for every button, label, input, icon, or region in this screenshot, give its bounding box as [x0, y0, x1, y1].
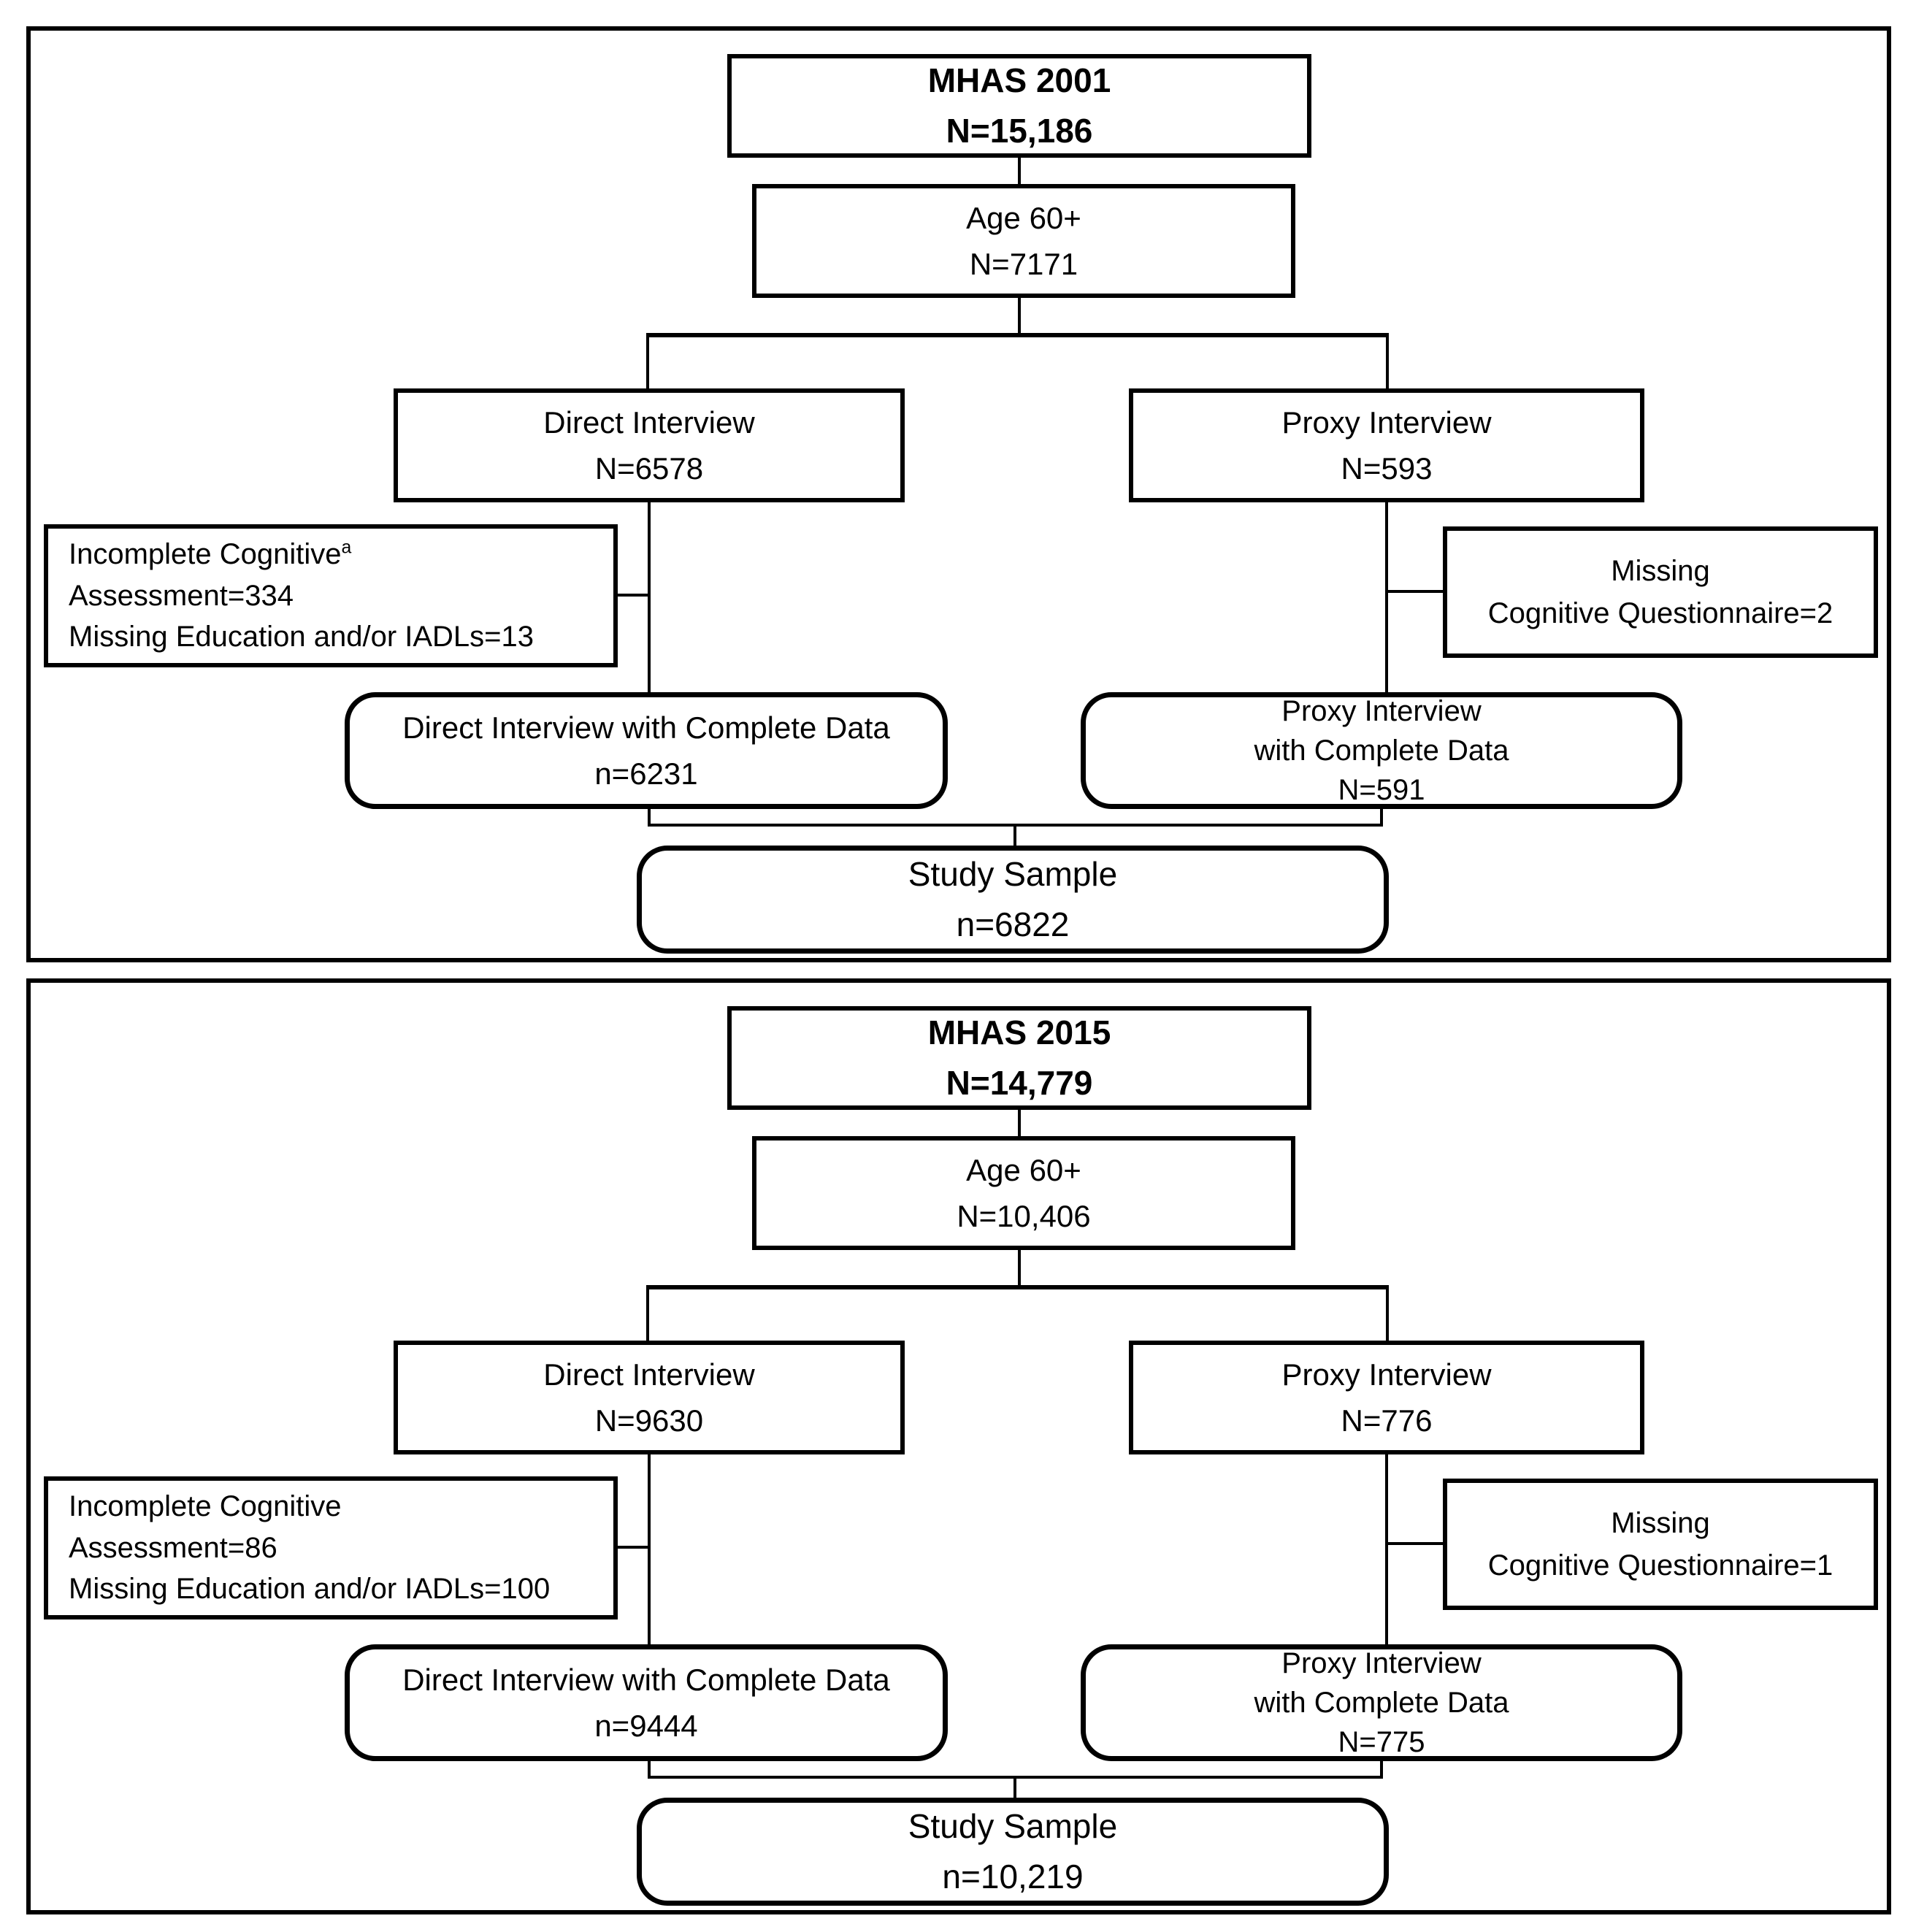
- connector-proxy-down: [1385, 502, 1388, 694]
- age-n: N=10,406: [957, 1199, 1091, 1233]
- connector-split-left: [646, 333, 649, 388]
- connector-split-horizontal: [646, 1285, 1389, 1289]
- direct-interview-label: Direct Interview: [543, 1357, 755, 1392]
- study-sample-n: n=6822: [956, 905, 1070, 943]
- exclusion-superscript: a: [341, 537, 352, 558]
- header-box: MHAS 2015 N=14,779: [727, 1006, 1311, 1110]
- connector-merge-left: [648, 1761, 651, 1777]
- direct-complete-label: Direct Interview with Complete Data: [402, 1663, 890, 1697]
- direct-exclusion-box: Incomplete Cognitive Assessment=86 Missi…: [44, 1476, 618, 1619]
- study-sample-box: Study Sample n=10,219: [637, 1798, 1389, 1906]
- proxy-complete-line2: with Complete Data: [1254, 735, 1509, 767]
- study-sample-label: Study Sample: [908, 1807, 1118, 1845]
- direct-complete-n: n=6231: [594, 756, 698, 791]
- proxy-exclusion-box: Missing Cognitive Questionnaire=1: [1443, 1479, 1878, 1610]
- age-label: Age 60+: [966, 201, 1081, 235]
- proxy-exclusion-box: Missing Cognitive Questionnaire=2: [1443, 526, 1878, 658]
- proxy-complete-line1: Proxy Interview: [1281, 695, 1482, 727]
- age-box: Age 60+ N=10,406: [752, 1136, 1295, 1250]
- direct-exclusion-line2: Assessment=86: [69, 1531, 277, 1564]
- connector-proxy-exclusion: [1387, 590, 1443, 593]
- direct-complete-box: Direct Interview with Complete Data n=62…: [345, 692, 948, 809]
- proxy-complete-n: N=775: [1338, 1726, 1425, 1758]
- direct-interview-box: Direct Interview N=6578: [394, 388, 905, 502]
- direct-interview-label: Direct Interview: [543, 405, 755, 440]
- connector-split-right: [1386, 1285, 1389, 1341]
- proxy-interview-label: Proxy Interview: [1281, 405, 1492, 440]
- proxy-exclusion-line2: Cognitive Questionnaire=2: [1487, 597, 1833, 629]
- direct-complete-label: Direct Interview with Complete Data: [402, 710, 890, 745]
- direct-exclusion-line3: Missing Education and/or IADLs=13: [69, 621, 534, 653]
- age-label: Age 60+: [966, 1153, 1081, 1187]
- header-title: MHAS 2001: [927, 61, 1111, 99]
- proxy-exclusion-line2: Cognitive Questionnaire=1: [1487, 1549, 1833, 1582]
- study-sample-n: n=10,219: [942, 1858, 1084, 1895]
- header-n: N=14,779: [946, 1064, 1093, 1102]
- connector-proxy-down: [1385, 1454, 1388, 1646]
- connector-direct-exclusion: [616, 1546, 649, 1549]
- connector-direct-down: [648, 1454, 651, 1646]
- proxy-exclusion-line1: Missing: [1611, 555, 1710, 587]
- proxy-complete-line1: Proxy Interview: [1281, 1647, 1482, 1679]
- connector-age-split: [1018, 1250, 1021, 1285]
- direct-exclusion-line3: Missing Education and/or IADLs=100: [69, 1573, 551, 1606]
- panel-mhas-2015: MHAS 2015 N=14,779 Age 60+ N=10,406 Dire…: [26, 978, 1891, 1914]
- proxy-complete-box: Proxy Interview with Complete Data N=591: [1081, 692, 1682, 809]
- proxy-complete-box: Proxy Interview with Complete Data N=775: [1081, 1644, 1682, 1761]
- connector-merge-center: [1013, 1776, 1016, 1799]
- header-n: N=15,186: [946, 112, 1093, 150]
- proxy-complete-line2: with Complete Data: [1254, 1687, 1509, 1719]
- panel-mhas-2001: MHAS 2001 N=15,186 Age 60+ N=7171 Direct…: [26, 26, 1891, 962]
- direct-interview-n: N=6578: [594, 451, 704, 486]
- proxy-interview-n: N=776: [1341, 1403, 1433, 1438]
- direct-interview-n: N=9630: [594, 1403, 704, 1438]
- connector-split-right: [1386, 333, 1389, 388]
- connector-split-left: [646, 1285, 649, 1341]
- direct-exclusion-box: Incomplete Cognitivea Assessment=334 Mis…: [44, 524, 618, 667]
- direct-exclusion-line2: Assessment=334: [69, 579, 294, 612]
- connector-age-split: [1018, 298, 1021, 333]
- connector-merge-center: [1013, 824, 1016, 847]
- connector-header-age: [1018, 1110, 1021, 1138]
- direct-exclusion-line1: Incomplete Cognitivea: [69, 537, 352, 570]
- study-sample-box: Study Sample n=6822: [637, 846, 1389, 954]
- connector-merge-right: [1380, 1761, 1383, 1777]
- proxy-interview-box: Proxy Interview N=593: [1129, 388, 1644, 502]
- direct-exclusion-line1: Incomplete Cognitive: [69, 1490, 342, 1522]
- connector-header-age: [1018, 158, 1021, 185]
- proxy-exclusion-line1: Missing: [1611, 1507, 1710, 1539]
- proxy-interview-n: N=593: [1341, 451, 1433, 486]
- proxy-interview-label: Proxy Interview: [1281, 1357, 1492, 1392]
- connector-proxy-exclusion: [1387, 1542, 1443, 1545]
- connector-merge-left: [648, 809, 651, 825]
- connector-direct-exclusion: [616, 594, 649, 597]
- study-sample-label: Study Sample: [908, 855, 1118, 893]
- header-title: MHAS 2015: [927, 1013, 1111, 1051]
- direct-interview-box: Direct Interview N=9630: [394, 1341, 905, 1454]
- header-box: MHAS 2001 N=15,186: [727, 54, 1311, 158]
- age-n: N=7171: [969, 247, 1078, 281]
- connector-split-horizontal: [646, 333, 1389, 337]
- proxy-complete-n: N=591: [1338, 774, 1425, 806]
- connector-direct-down: [648, 502, 651, 694]
- direct-complete-n: n=9444: [594, 1709, 698, 1743]
- age-box: Age 60+ N=7171: [752, 184, 1295, 298]
- proxy-interview-box: Proxy Interview N=776: [1129, 1341, 1644, 1454]
- direct-complete-box: Direct Interview with Complete Data n=94…: [345, 1644, 948, 1761]
- connector-merge-right: [1380, 809, 1383, 825]
